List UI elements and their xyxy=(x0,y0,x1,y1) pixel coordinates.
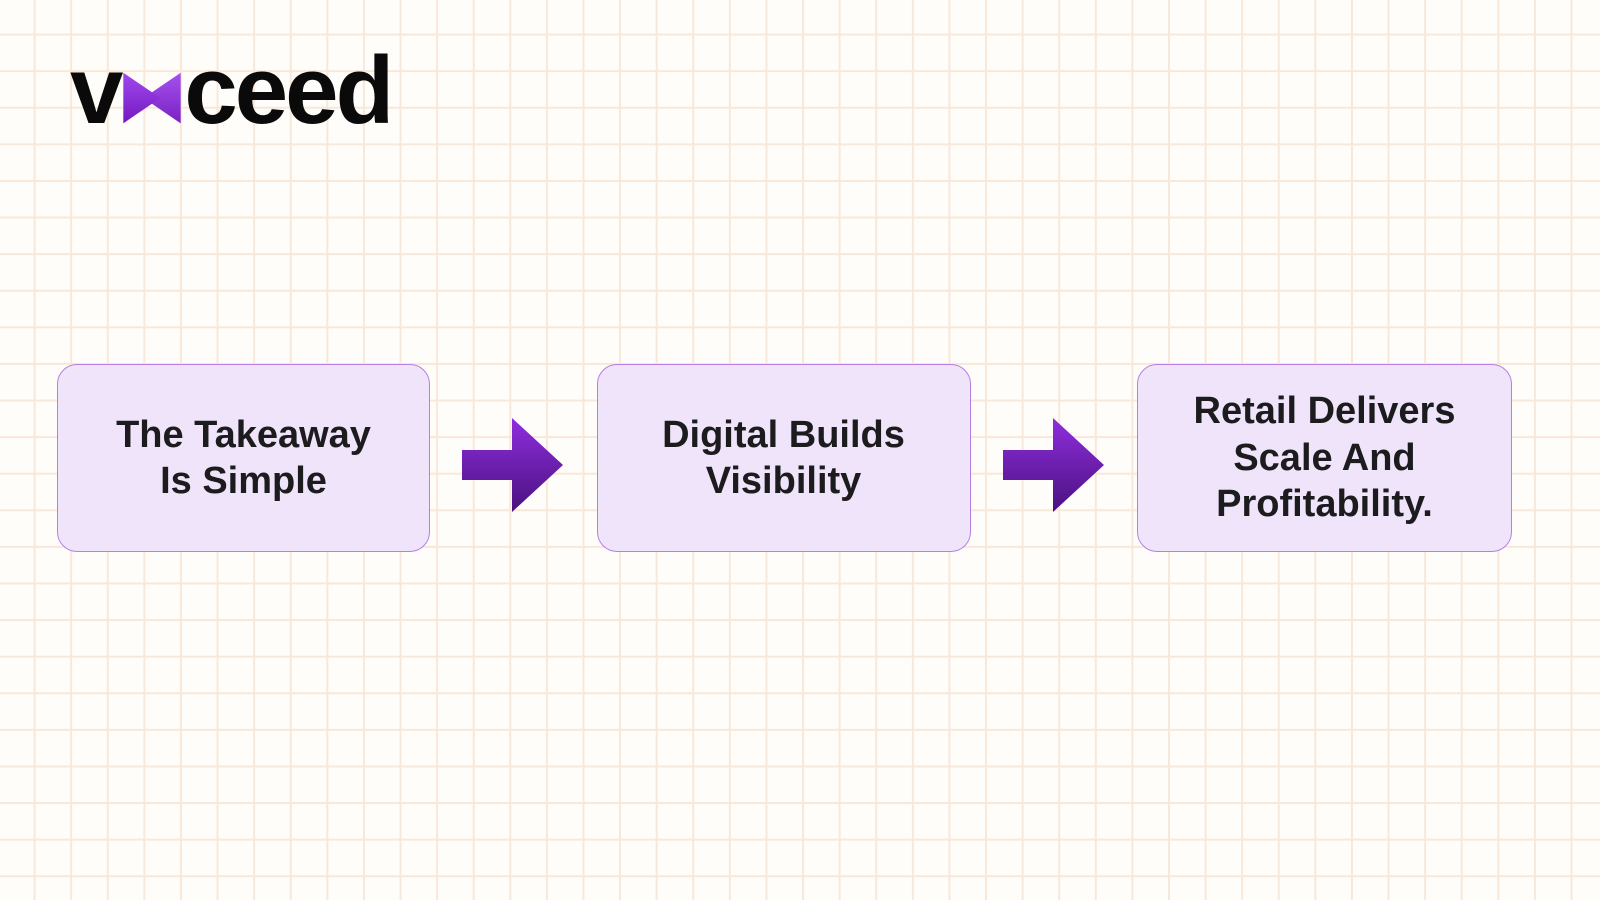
arrow-right-icon xyxy=(1002,418,1104,512)
flow-step-label-line: Digital Builds xyxy=(662,413,905,456)
vxceed-x-icon xyxy=(123,72,182,124)
vxceed-logo: v ceed xyxy=(70,37,394,144)
flow-step-takeaway: The Takeaway Is Simple xyxy=(57,364,430,552)
flow-step-retail: Retail Delivers Scale And Profitability. xyxy=(1137,364,1512,552)
flow-step-label-line: The Takeaway xyxy=(116,413,371,456)
flow-step-digital: Digital Builds Visibility xyxy=(596,364,971,552)
flow-step-label-line: Retail Delivers xyxy=(1193,390,1456,433)
logo-text-ceed: ceed xyxy=(184,37,394,144)
logo-text-v: v xyxy=(70,37,123,144)
flow-step-label-line: Visibility xyxy=(705,460,862,502)
flow-step-label-line: Is Simple xyxy=(160,460,327,502)
arrow-right-icon xyxy=(462,418,564,512)
flow-step-label-line: Profitability. xyxy=(1216,483,1433,526)
flow-diagram: The Takeaway Is Simple Digital Builds Vi… xyxy=(57,364,1512,552)
flow-step-label-line: Scale And xyxy=(1233,436,1416,479)
